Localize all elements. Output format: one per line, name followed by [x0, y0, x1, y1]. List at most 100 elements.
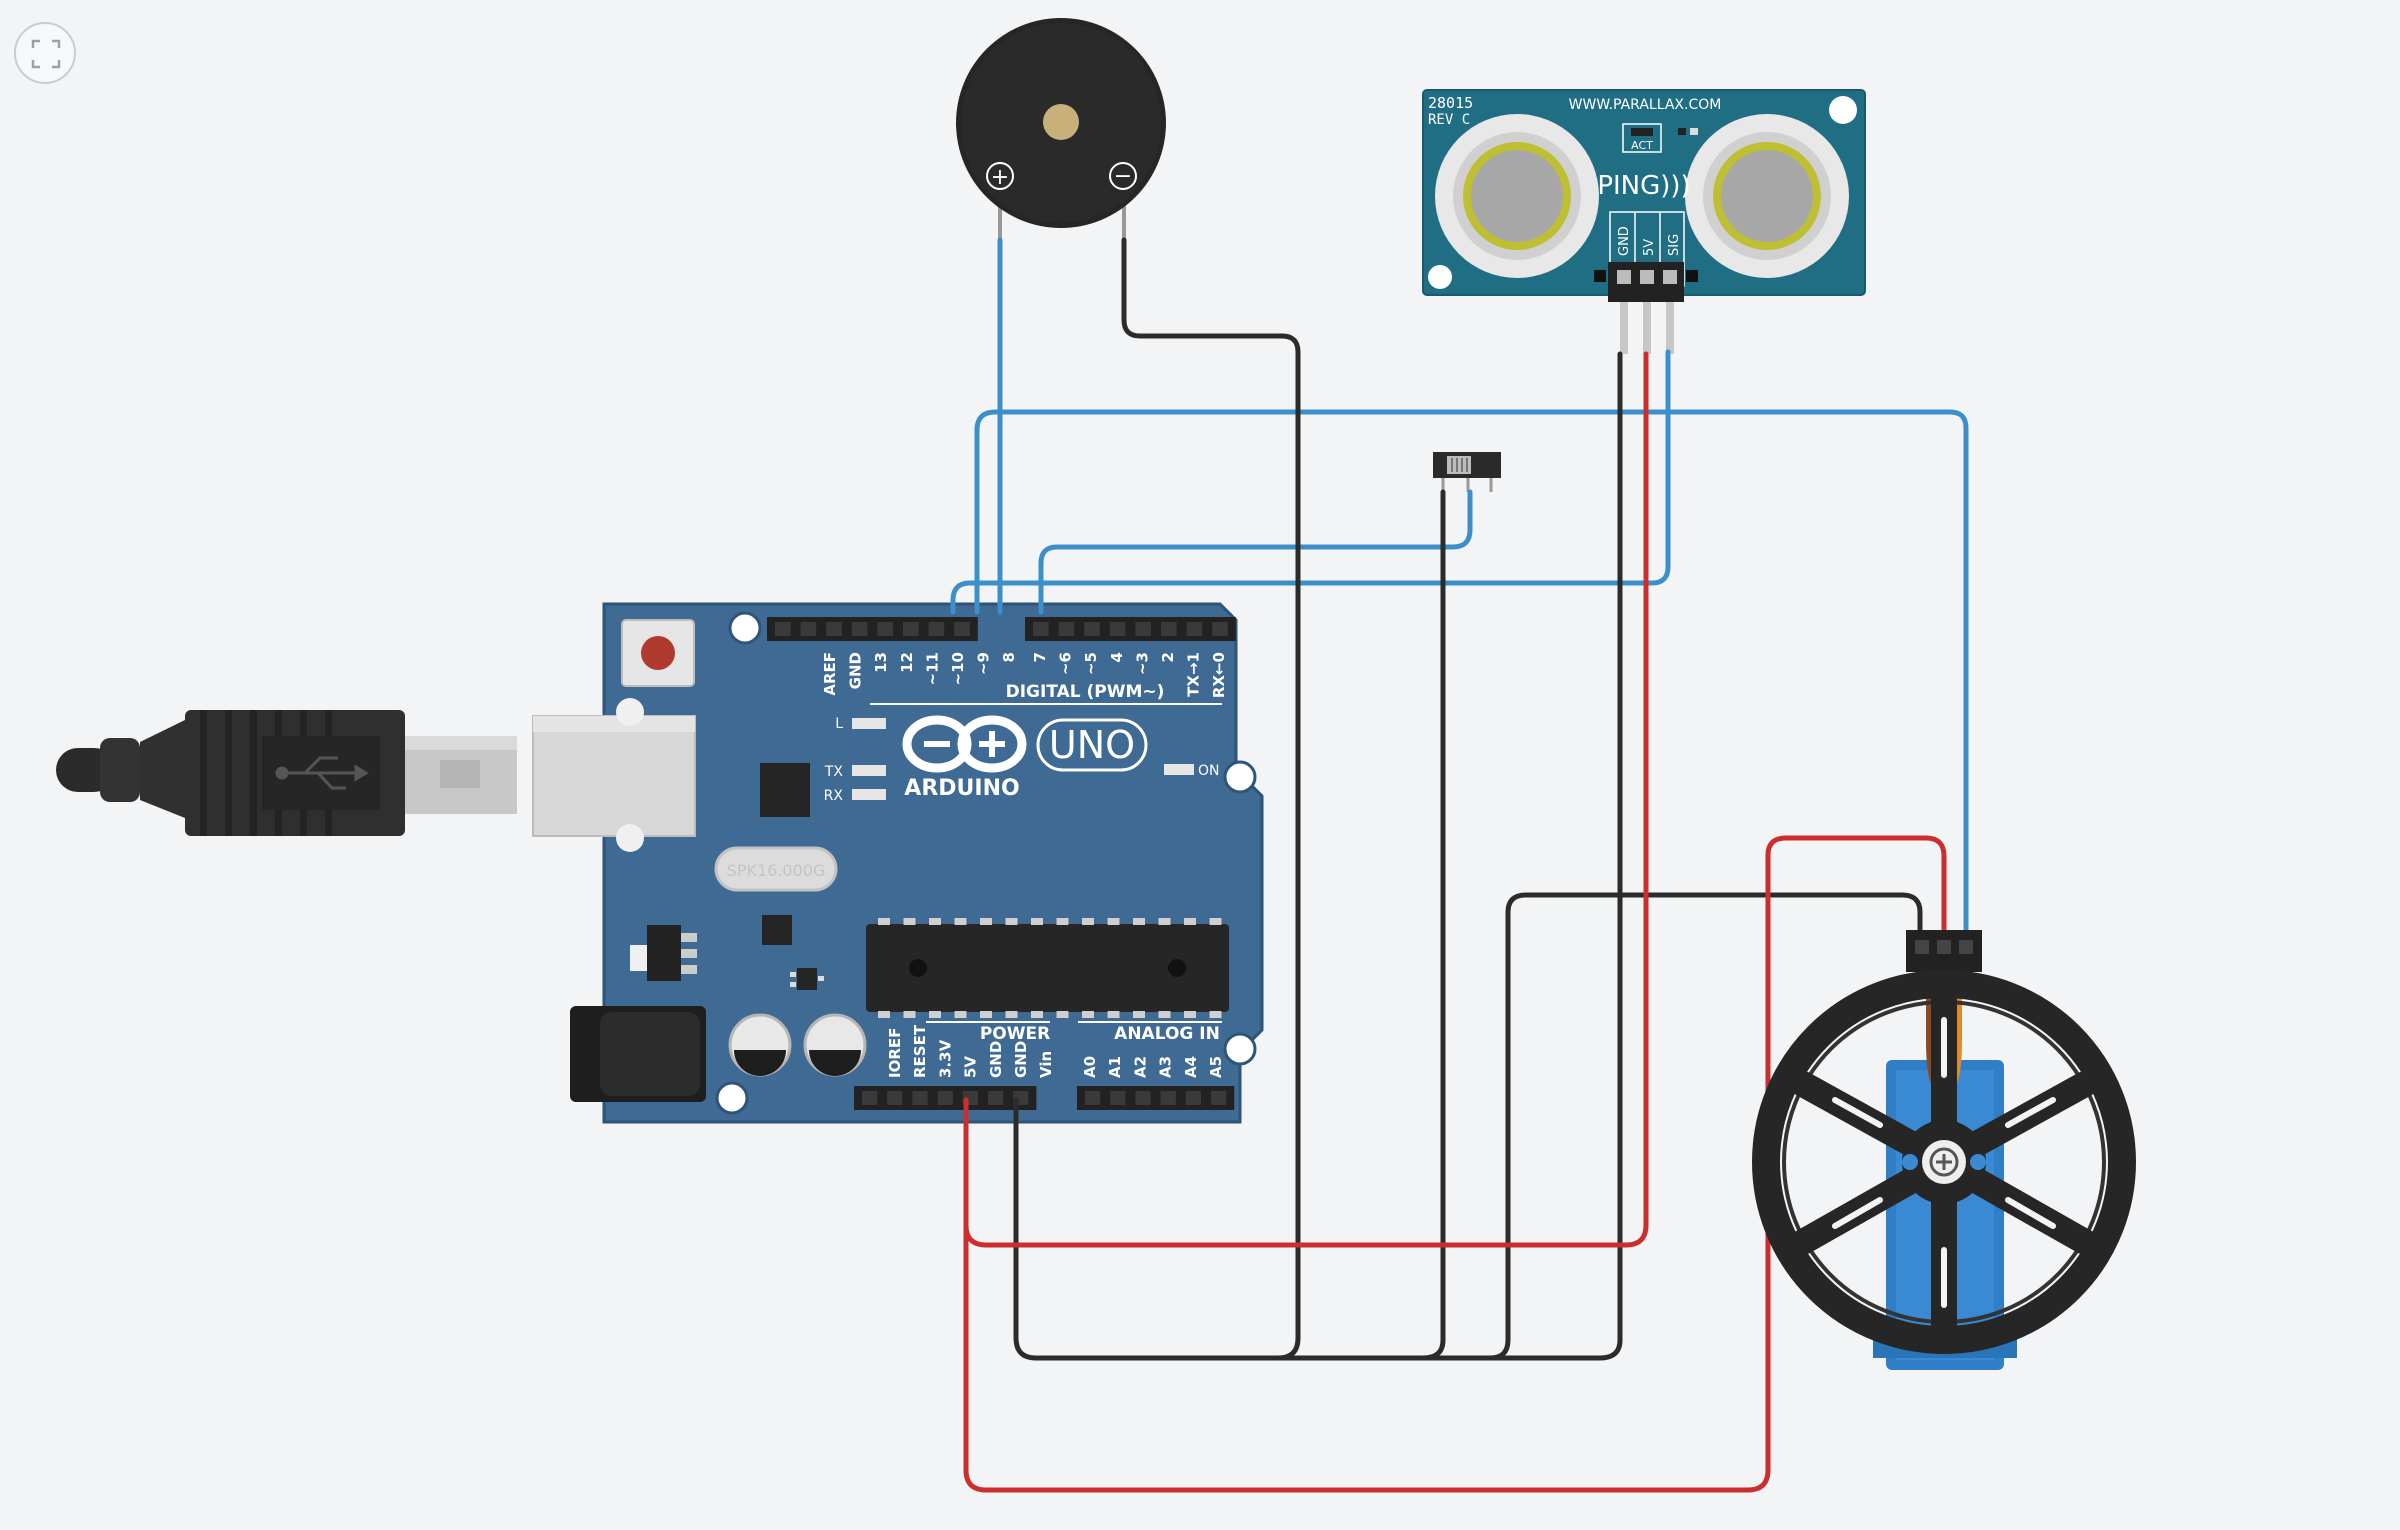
act-led: ACT [1622, 123, 1698, 153]
header-pin[interactable] [862, 1091, 878, 1105]
buzzer-plus-label: + [991, 165, 1009, 190]
micro-servo-motor[interactable] [1752, 930, 2136, 1370]
usb-jack [532, 698, 696, 852]
header-pin[interactable] [928, 622, 945, 636]
pin-label: 13 [872, 652, 890, 673]
pin-label: A2 [1131, 1056, 1149, 1078]
svg-text:TX: TX [824, 764, 844, 780]
power-header[interactable] [854, 1086, 1037, 1110]
svg-text:L: L [835, 716, 843, 732]
pin-label: 2 [1159, 652, 1177, 662]
header-pin[interactable] [1161, 622, 1177, 636]
header-pin[interactable] [826, 622, 842, 636]
arduino-uno-board[interactable]: SPK16.000G L TX RX ON ARDUI [532, 602, 1264, 1124]
pin-label: ~10 [949, 652, 967, 685]
pin-label: ~9 [975, 652, 993, 675]
pin-label: GND [987, 1041, 1005, 1078]
buzzer-minus-label: − [1114, 164, 1132, 189]
led-l: L [835, 716, 886, 732]
wire-switch-signal[interactable] [1038, 489, 1473, 615]
dc-power-jack [570, 1006, 706, 1102]
digital-header[interactable] [767, 617, 1236, 641]
ping-pin-label: SIG [1667, 234, 1682, 256]
pin-label: 12 [898, 652, 916, 673]
header-pin[interactable] [887, 1091, 903, 1105]
atmega-microcontroller [866, 918, 1229, 1018]
led-tx: TX [824, 764, 886, 780]
header-pin[interactable] [1085, 1091, 1101, 1105]
wire-ping-ground[interactable] [1420, 351, 1623, 1361]
pin-label: 4 [1108, 652, 1126, 662]
voltage-regulator [630, 925, 697, 981]
mounting-hole [1223, 760, 1257, 794]
header-pin[interactable] [912, 1091, 928, 1105]
header-pin[interactable] [1212, 622, 1228, 636]
header-pin[interactable] [988, 1091, 1004, 1105]
pin-label: 7 [1031, 652, 1049, 662]
analog-header-label: ANALOG IN [1114, 1024, 1220, 1044]
ping-revision: REV C [1428, 112, 1470, 128]
svg-text:UNO: UNO [1049, 723, 1135, 767]
header-pin[interactable] [1186, 622, 1203, 636]
header-pin[interactable] [903, 622, 919, 636]
ping-pin-label: 5V [1642, 239, 1657, 256]
svg-text:ARDUINO: ARDUINO [904, 776, 1019, 801]
header-pin[interactable] [1135, 1091, 1151, 1105]
ping-pin-label: GND [1617, 226, 1632, 256]
pin-label: TX→1 [1185, 652, 1203, 697]
pin-label: RESET [911, 1024, 929, 1078]
header-pin[interactable] [775, 622, 791, 636]
header-pin[interactable] [851, 622, 868, 636]
header-pin[interactable] [1185, 1091, 1201, 1105]
wire-servo-ground[interactable] [1487, 892, 1923, 1361]
fit-to-view-button[interactable] [14, 22, 76, 84]
mounting-hole [728, 611, 762, 645]
header-pin[interactable] [877, 622, 893, 636]
pin-label: ~11 [923, 652, 941, 685]
header-pin[interactable] [800, 622, 817, 636]
slide-switch[interactable] [1433, 452, 1501, 492]
wire-ping-signal[interactable] [950, 349, 1671, 615]
capacitor [803, 1013, 867, 1077]
header-pin[interactable] [1058, 622, 1075, 636]
header-pin[interactable] [954, 622, 970, 636]
reset-button[interactable] [621, 619, 695, 687]
header-pin[interactable] [1135, 622, 1151, 636]
capacitor [728, 1013, 792, 1077]
piezo-buzzer[interactable]: + − [956, 18, 1166, 240]
ping-website: WWW.PARALLAX.COM [1569, 97, 1722, 113]
pin-label: ~6 [1057, 652, 1075, 675]
header-pin[interactable] [1084, 622, 1100, 636]
svg-text:ACT: ACT [1631, 139, 1653, 152]
wire-switch-ground[interactable] [1275, 489, 1446, 1361]
pin-label: AREF [821, 652, 839, 696]
header-pin[interactable] [1211, 1091, 1227, 1105]
header-pin[interactable] [1160, 1091, 1176, 1105]
led-on: ON [1164, 763, 1220, 779]
header-pin[interactable] [1109, 622, 1126, 636]
wire-servo-signal[interactable] [974, 409, 1969, 935]
analog-header[interactable] [1077, 1086, 1235, 1110]
pin-label: Vin [1037, 1051, 1055, 1078]
ping-ultrasonic-sensor[interactable]: 28015 REV C WWW.PARALLAX.COM ACT PING))) [1422, 89, 1866, 354]
pin-label: GND [847, 652, 865, 689]
header-pin[interactable] [937, 1091, 953, 1105]
header-pin[interactable] [1110, 1091, 1126, 1105]
digital-header-label: DIGITAL (PWM~) [1006, 682, 1165, 702]
pin-label: A0 [1081, 1056, 1099, 1078]
usb-cable[interactable] [56, 710, 517, 836]
transistor [790, 968, 824, 990]
pin-label: A5 [1207, 1056, 1225, 1078]
svg-text:RX: RX [824, 788, 844, 804]
usb-icon [275, 756, 369, 790]
small-chip [762, 915, 792, 945]
wire-buzzer-ground[interactable] [1013, 237, 1301, 1361]
pin-label: A3 [1157, 1056, 1175, 1078]
pin-label: GND [1012, 1041, 1030, 1078]
mounting-hole [1223, 1032, 1257, 1066]
header-pin[interactable] [1033, 622, 1049, 636]
fit-to-view-icon [31, 39, 61, 69]
arduino-logo: ARDUINO UNO [902, 715, 1148, 801]
svg-text:SPK16.000G: SPK16.000G [727, 861, 826, 880]
